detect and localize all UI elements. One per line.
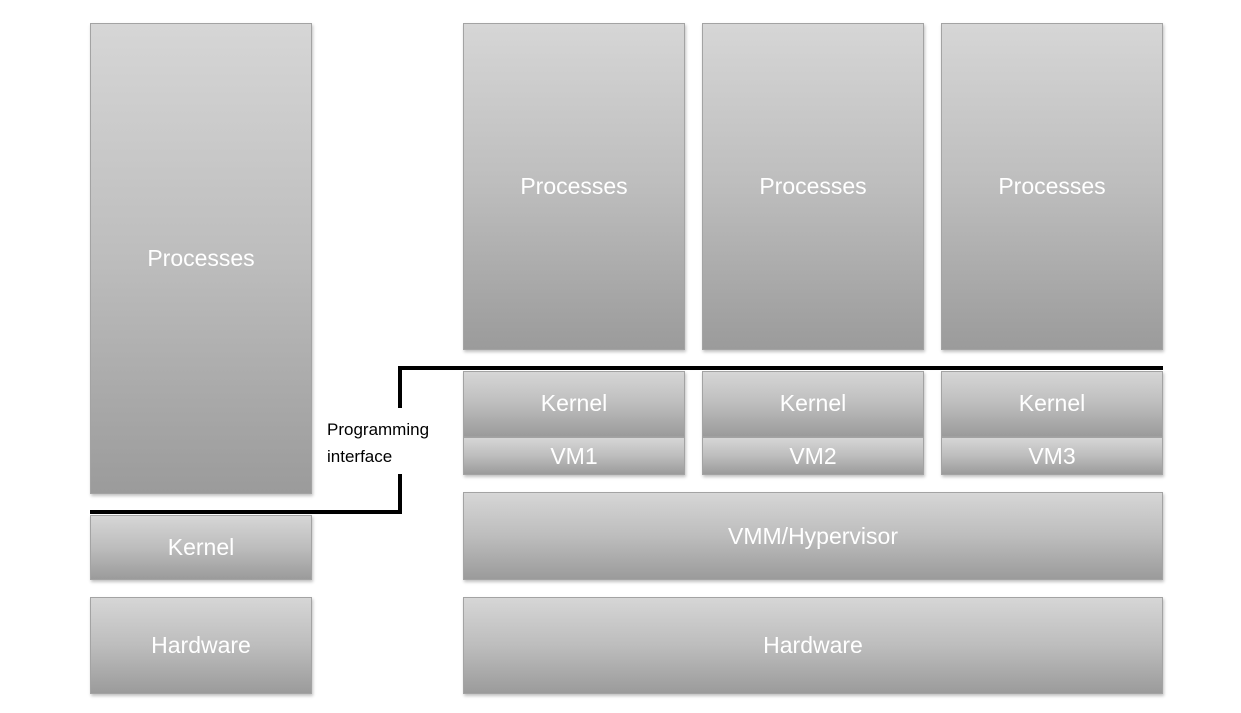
vm1-box: VM1: [463, 437, 685, 475]
vm2-processes-label: Processes: [759, 173, 867, 199]
programming-interface-line2: interface: [327, 447, 393, 466]
left-kernel-box: Kernel: [90, 515, 312, 580]
vm1-label: VM1: [550, 442, 598, 469]
vm3-kernel-label: Kernel: [1018, 390, 1086, 416]
vm2-kernel-label: Kernel: [779, 390, 847, 416]
left-processes-label: Processes: [147, 245, 255, 271]
interface-line-top: [398, 366, 1163, 370]
vm3-box: VM3: [941, 437, 1163, 475]
vm1-kernel-label: Kernel: [540, 390, 608, 416]
interface-line-upper-vertical: [398, 366, 402, 408]
vm1-processes-box: Processes: [463, 23, 685, 350]
right-hardware-box: Hardware: [463, 597, 1163, 694]
vm2-label: VM2: [789, 442, 837, 469]
vm3-processes-label: Processes: [998, 173, 1106, 199]
hypervisor-box: VMM/Hypervisor: [463, 492, 1163, 580]
programming-interface-line1: Programming: [327, 420, 430, 439]
vm2-processes-box: Processes: [702, 23, 924, 350]
left-hardware-box: Hardware: [90, 597, 312, 694]
right-hardware-label: Hardware: [763, 632, 863, 658]
vm1-kernel-box: Kernel: [463, 371, 685, 437]
left-processes-box: Processes: [90, 23, 312, 494]
vm3-processes-box: Processes: [941, 23, 1163, 350]
interface-line-bottom: [90, 510, 402, 514]
left-kernel-label: Kernel: [167, 534, 235, 560]
programming-interface-label: Programming interface: [327, 416, 429, 470]
vm3-label: VM3: [1028, 442, 1076, 469]
vm3-kernel-box: Kernel: [941, 371, 1163, 437]
vm2-kernel-box: Kernel: [702, 371, 924, 437]
left-hardware-label: Hardware: [151, 632, 251, 658]
interface-line-lower-vertical: [398, 474, 402, 514]
hypervisor-label: VMM/Hypervisor: [728, 522, 898, 549]
vm2-box: VM2: [702, 437, 924, 475]
vm1-processes-label: Processes: [520, 173, 628, 199]
